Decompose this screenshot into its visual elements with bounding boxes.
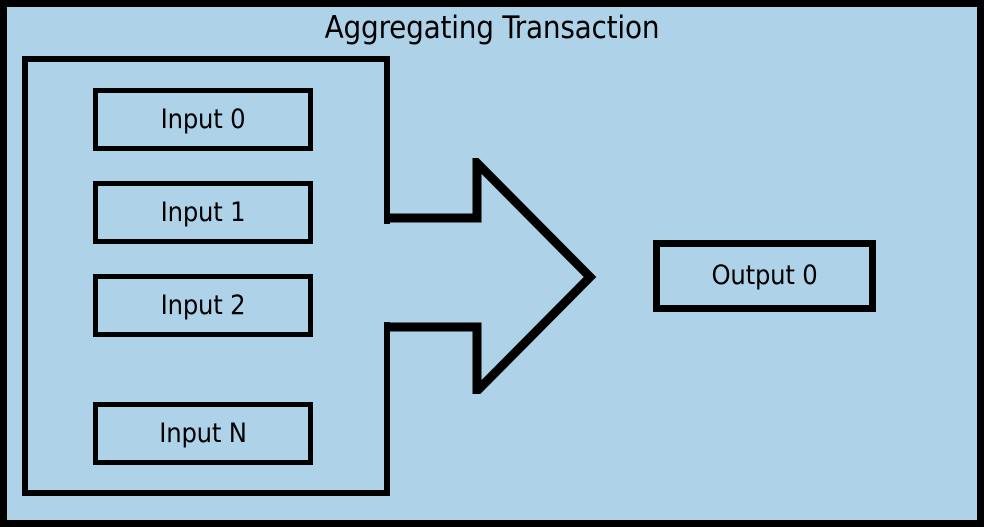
input-box-label: Input 1 xyxy=(160,196,246,228)
input-box-label: Input 2 xyxy=(160,289,246,321)
output-box-label: Output 0 xyxy=(711,260,818,291)
input-box-label: Input 0 xyxy=(160,103,246,135)
input-box-2: Input 2 xyxy=(93,274,313,337)
page-title: Aggregating Transaction xyxy=(324,10,660,46)
input-box-n: Input N xyxy=(93,402,313,465)
arrow-shaft-wall-opening xyxy=(384,224,392,322)
input-box-label: Input N xyxy=(159,417,247,449)
aggregation-arrow-icon xyxy=(386,158,597,394)
input-box-0: Input 0 xyxy=(93,88,313,151)
input-box-1: Input 1 xyxy=(93,181,313,244)
output-box-0: Output 0 xyxy=(653,240,876,312)
